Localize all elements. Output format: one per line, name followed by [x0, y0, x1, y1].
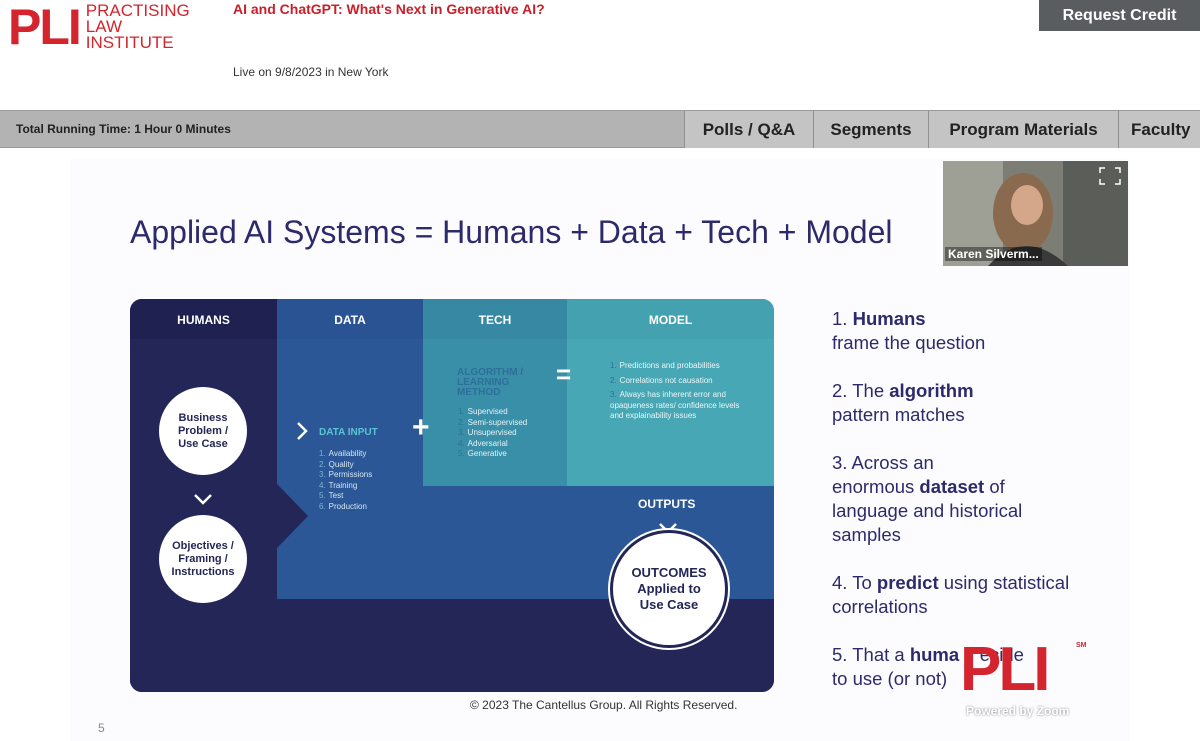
model-item: 2.Correlations not causation	[610, 375, 713, 385]
pli-logo[interactable]: PLI PRACTISING LAW INSTITUTE	[8, 0, 190, 55]
slide-page-number: 5	[98, 721, 105, 735]
data-item: 4.Training	[319, 480, 358, 490]
event-title: AI and ChatGPT: What's Next in Generativ…	[233, 1, 545, 17]
algo-items-list: 1.Supervised 2.Semi-supervised 3.Unsuper…	[458, 407, 527, 460]
data-items-list: 1.Availability 2.Quality 3.Permissions 4…	[319, 449, 372, 512]
bubble-line: Use Case	[178, 437, 228, 450]
participant-name: Karen Silverm...	[945, 247, 1042, 261]
point-2: 2. The algorithm pattern matches	[832, 380, 974, 425]
tab-faculty[interactable]: Faculty	[1118, 111, 1200, 148]
tab-polls-qa[interactable]: Polls / Q&A	[684, 111, 813, 148]
model-items-list: 1.Predictions and probabilities 2.Correl…	[610, 361, 740, 422]
bubble-line: Objectives /	[172, 539, 234, 552]
point-4: 4. To predict using statistical correlat…	[832, 572, 1070, 617]
data-item: 3.Permissions	[319, 470, 373, 479]
bubble-line: Instructions	[171, 565, 235, 578]
algorithm-label: ALGORITHM / LEARNING METHOD	[457, 368, 523, 398]
outcomes-bubble: OUTCOMES Applied to Use Case	[610, 530, 728, 648]
logo-line: LAW	[85, 17, 123, 36]
model-item: 3.Always has inherent error and opaquene…	[610, 390, 740, 420]
algo-item: 2.Semi-supervised	[458, 417, 528, 427]
algo-label-line: ALGORITHM /	[457, 367, 524, 378]
data-item: 1.Availability	[319, 449, 367, 458]
ai-systems-diagram: HUMANS DATA TECH MODEL Business Problem …	[130, 299, 774, 692]
speaker-video-tile[interactable]: Karen Silverm...	[943, 161, 1128, 266]
pli-watermark: PLI SM Powered by Zoom	[960, 639, 1087, 719]
tab-program-materials[interactable]: Program Materials	[928, 111, 1118, 148]
program-navbar: Total Running Time: 1 Hour 0 Minutes Pol…	[0, 110, 1200, 148]
model-item: 1.Predictions and probabilities	[610, 361, 720, 370]
chevron-right-icon	[296, 421, 308, 446]
request-credit-button[interactable]: Request Credit	[1039, 0, 1200, 31]
point-5: 5. That a huma ecide to use (or not)	[832, 644, 1024, 689]
data-item: 6.Production	[319, 501, 367, 511]
algo-item: 5.Generative	[458, 449, 507, 458]
copyright-caption: © 2023 The Cantellus Group. All Rights R…	[470, 698, 738, 712]
equals-icon: =	[556, 359, 572, 389]
tab-segments[interactable]: Segments	[813, 111, 928, 148]
outputs-label: OUTPUTS	[638, 497, 696, 511]
point-3: 3. Across an enormous dataset of languag…	[832, 452, 1023, 545]
site-header: PLI PRACTISING LAW INSTITUTE AI and Chat…	[0, 0, 1200, 110]
algo-item: 3.Unsupervised	[458, 428, 517, 437]
bubble-line: OUTCOMES	[631, 565, 707, 580]
event-subtitle: Live on 9/8/2023 in New York	[233, 65, 389, 79]
watermark-sm: SM	[1076, 642, 1087, 649]
logo-line: PRACTISING	[85, 1, 190, 20]
col-head-data: DATA	[334, 313, 366, 327]
algo-item: 4.Adversarial	[458, 438, 508, 448]
business-problem-bubble: Business Problem / Use Case	[159, 387, 247, 475]
col-head-model: MODEL	[648, 313, 693, 327]
bubble-line: Framing /	[178, 552, 228, 565]
slide-points-list: 1. Humans frame the question 2. The algo…	[832, 307, 1122, 715]
expand-video-icon[interactable]	[1098, 166, 1122, 186]
speaker-video-frame	[943, 161, 1128, 266]
data-item: 2.Quality	[319, 459, 354, 469]
data-input-label: DATA INPUT	[319, 427, 378, 438]
algo-label-line: METHOD	[457, 387, 501, 398]
algo-item: 1.Supervised	[458, 407, 508, 416]
logo-mark: PLI	[8, 0, 82, 55]
bubble-line: Use Case	[639, 597, 699, 612]
plus-icon: +	[412, 411, 430, 444]
slide-title: Applied AI Systems = Humans + Data + Tec…	[130, 214, 893, 250]
data-item: 5.Test	[319, 491, 344, 500]
nav-tabs: Polls / Q&A Segments Program Materials F…	[684, 111, 1200, 148]
bubble-line: Business	[178, 411, 228, 424]
point-1: 1. Humans frame the question	[832, 308, 986, 353]
chevron-down-icon	[193, 489, 213, 510]
col-head-humans: HUMANS	[177, 313, 230, 327]
col-head-tech: TECH	[478, 313, 512, 327]
bubble-line: Applied to	[637, 581, 701, 596]
objectives-bubble: Objectives / Framing / Instructions	[159, 515, 247, 603]
logo-wordmark: PRACTISING LAW INSTITUTE	[85, 1, 190, 52]
watermark-logo: PLI	[960, 635, 1050, 704]
diagram-background	[130, 299, 774, 692]
powered-by-zoom: Powered by Zoom	[966, 704, 1070, 718]
running-time: Total Running Time: 1 Hour 0 Minutes	[16, 122, 231, 136]
logo-line: INSTITUTE	[85, 33, 174, 52]
bubble-line: Problem /	[177, 424, 229, 437]
algo-label-line: LEARNING	[457, 377, 510, 388]
